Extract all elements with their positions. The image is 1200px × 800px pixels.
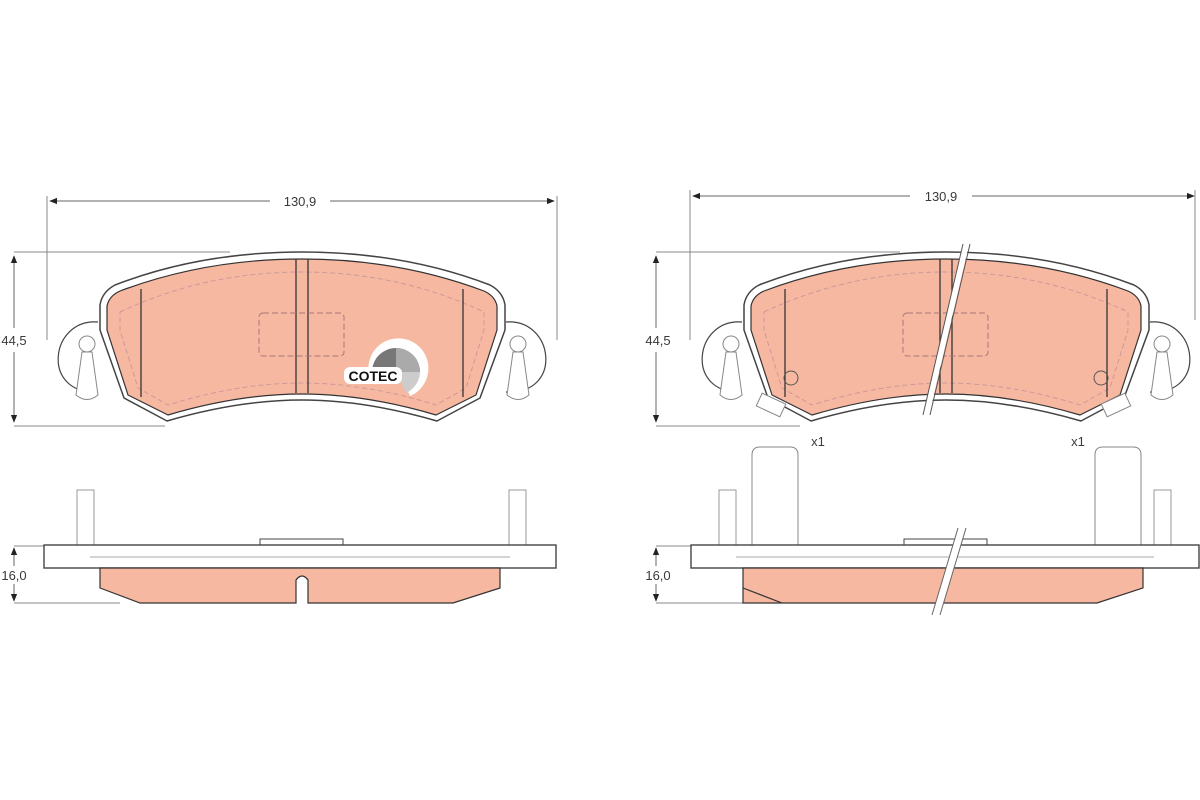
svg-text:COTEC: COTEC [349, 368, 398, 384]
height-dimension-label: 44,5 [1, 333, 26, 348]
left-pad-side-view: 16,0 [1, 489, 557, 604]
width-dimension-label: 130,9 [925, 189, 958, 204]
width-dimension-label: 130,9 [284, 194, 317, 209]
height-dimension-label: 44,5 [645, 333, 670, 348]
clip-right [506, 335, 530, 400]
right-pad-side-view: 16,0 [645, 446, 1200, 617]
accessory-quantity-left: x1 [811, 434, 825, 449]
thickness-dimension-label: 16,0 [1, 568, 26, 583]
accessory-quantity-right: x1 [1071, 434, 1085, 449]
clip-left [75, 335, 99, 400]
left-pad-front-view: 130,9 44,5 [1, 194, 558, 427]
cotec-logo: COTEC [344, 338, 429, 396]
right-pad-front-view: 130,9 44,5 x1 x1 [645, 189, 1196, 449]
thickness-dimension-label: 16,0 [645, 568, 670, 583]
